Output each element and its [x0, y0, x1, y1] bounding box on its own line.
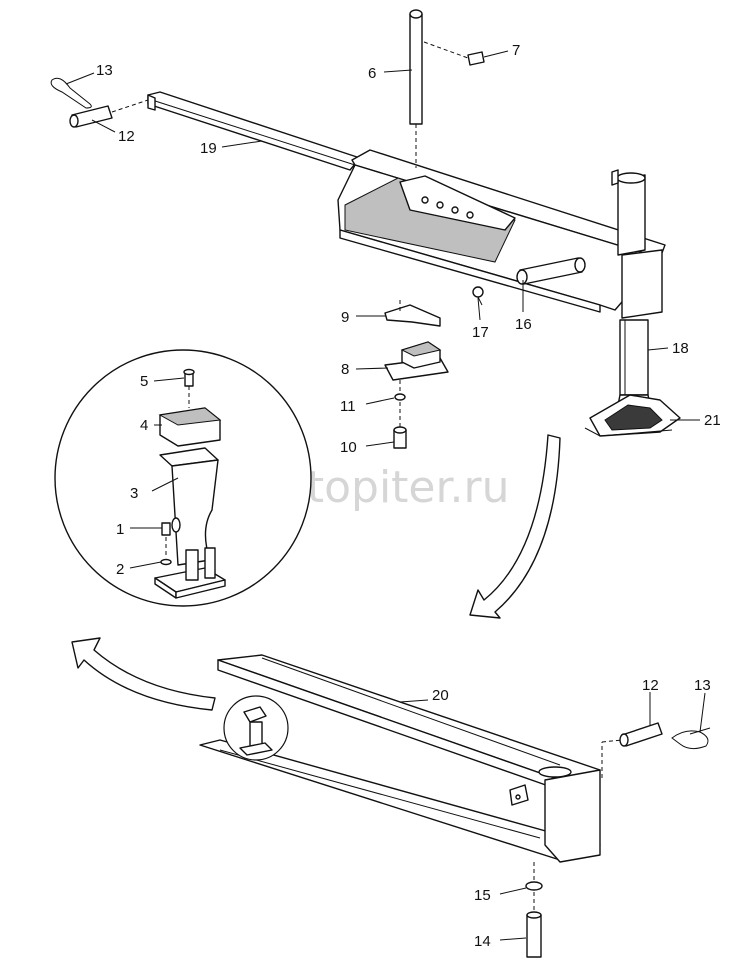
part-13-clip-upper [50, 77, 92, 109]
callout-14: 14 [474, 933, 491, 950]
part-8-mounting-block [384, 341, 449, 381]
part-5-screw [183, 368, 195, 408]
part-10-bolt [393, 402, 407, 449]
callout-4: 4 [140, 417, 148, 434]
callout-13-upper: 13 [96, 62, 113, 79]
callout-17: 17 [472, 324, 489, 341]
beam-end-post [611, 169, 663, 319]
part-4-saddle-block [158, 407, 222, 447]
part-12-pin-lower [601, 722, 663, 778]
callout-15: 15 [474, 887, 491, 904]
callout-6: 6 [368, 65, 376, 82]
part-15-washer [525, 862, 543, 891]
part-16-pin [516, 257, 586, 285]
callout-12-lower: 12 [642, 677, 659, 694]
part-19-telescopic-rod [147, 91, 361, 171]
part-17-bolt [472, 286, 484, 306]
part-11-washer [394, 380, 406, 401]
callout-labels: 13 12 19 6 7 9 17 16 18 8 11 10 21 5 4 3… [96, 42, 721, 950]
callout-12-upper: 12 [118, 128, 135, 145]
callout-9: 9 [341, 309, 349, 326]
callout-16: 16 [515, 316, 532, 333]
callout-2: 2 [116, 561, 124, 578]
callout-8: 8 [341, 361, 349, 378]
callout-19: 19 [200, 140, 217, 157]
detail-circle [54, 349, 312, 607]
callout-7: 7 [512, 42, 520, 59]
part-6-pin [409, 9, 423, 168]
callout-11: 11 [340, 398, 356, 415]
direction-arrow-right [469, 434, 561, 619]
callout-21: 21 [704, 412, 721, 429]
callout-18: 18 [672, 340, 689, 357]
callout-5: 5 [140, 373, 148, 390]
part-20-lower-beam [199, 654, 601, 863]
callout-10: 10 [340, 439, 357, 456]
callout-leaders [65, 50, 706, 941]
inset-detail-circle [223, 695, 289, 761]
part-21-foot [584, 394, 681, 437]
callout-13-lower: 13 [694, 677, 711, 694]
part-9-bracket [384, 300, 441, 327]
part-18-leg [617, 319, 651, 406]
lower-beam-assembly [199, 654, 711, 958]
part-7-bolt [423, 41, 485, 66]
callout-20: 20 [432, 687, 449, 704]
upper-boom-assembly [50, 9, 681, 449]
callout-3: 3 [130, 485, 138, 502]
part-13-clip-lower [671, 727, 711, 750]
detail-base [154, 547, 226, 599]
part-1-bolt [161, 517, 181, 536]
part-14-bolt [526, 892, 542, 958]
part-12-pin-upper [69, 99, 149, 128]
callout-1: 1 [116, 521, 124, 538]
direction-arrow-left [71, 637, 216, 711]
